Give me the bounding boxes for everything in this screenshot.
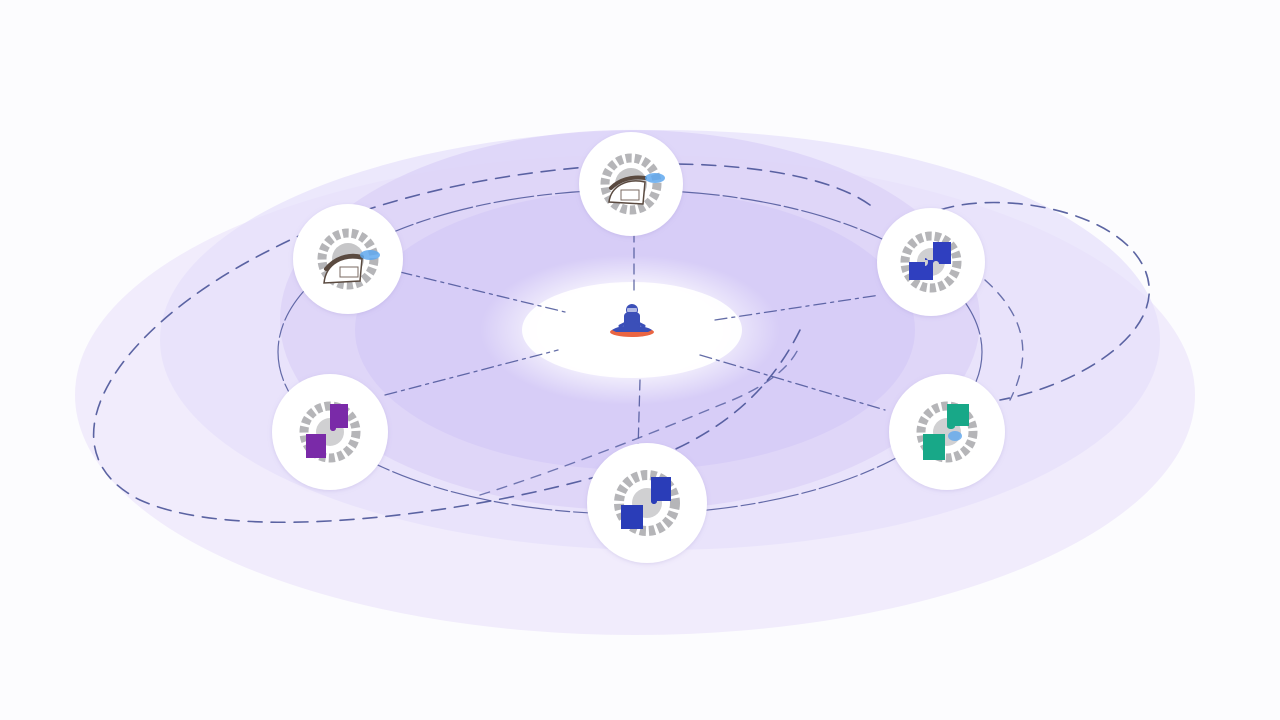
- outer-orbit-lower: [479, 344, 801, 496]
- spoke-upper-right: [714, 294, 881, 321]
- node-lower-right[interactable]: [889, 374, 1005, 490]
- gear-purple-puzzle-icon: [299, 401, 361, 463]
- meditating-figure-icon: [610, 304, 654, 337]
- center-node[interactable]: [610, 304, 654, 337]
- spoke-lower-right: [699, 354, 886, 411]
- node-top[interactable]: [579, 132, 683, 236]
- node-bottom[interactable]: [587, 443, 707, 563]
- gear-teal-puzzle-icon: [916, 401, 978, 463]
- gear-worker-icon: [317, 228, 380, 290]
- spokes: [384, 231, 886, 451]
- spoke-bottom: [637, 379, 641, 451]
- gear-worker-icon: [600, 153, 665, 215]
- node-upper-right[interactable]: [877, 208, 985, 316]
- outer-orbit-right: [939, 201, 1151, 401]
- spoke-upper-left: [399, 271, 566, 313]
- right-orbit-arc: [984, 279, 1024, 401]
- node-upper-left[interactable]: [293, 204, 403, 314]
- gear-blue-puzzle-icon: [614, 470, 680, 536]
- gear-blue-puzzle-icon: [900, 231, 962, 293]
- spoke-lower-left: [384, 349, 559, 396]
- node-lower-left[interactable]: [272, 374, 388, 490]
